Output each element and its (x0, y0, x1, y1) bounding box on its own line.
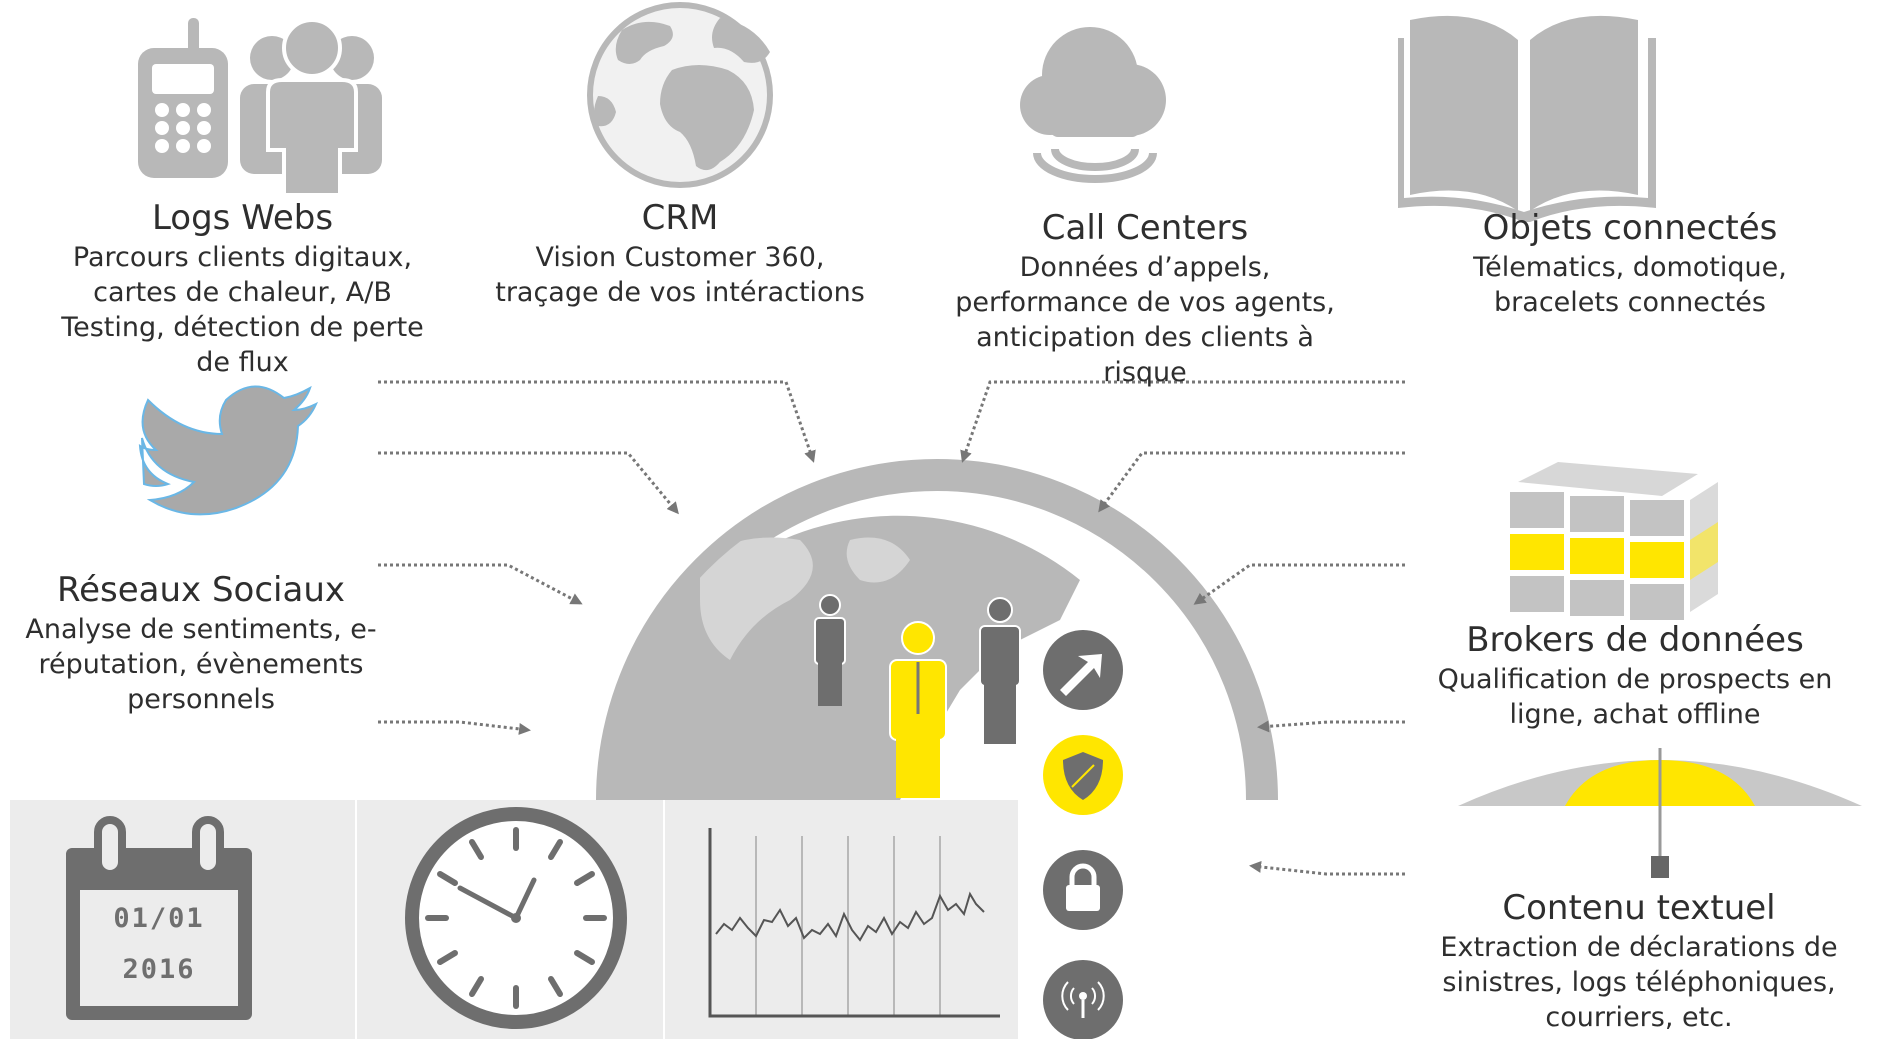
source-title: Call Centers (1041, 208, 1249, 248)
arrow-brokers (1257, 720, 1405, 733)
arrow-cube (1193, 563, 1405, 605)
source-desc-line: réputation, évènements (38, 649, 364, 681)
users-group-icon (240, 18, 382, 197)
source-objets-connectes: Objets connectés Télematics, domotique, … (1420, 206, 1840, 320)
lock-icon (1043, 850, 1123, 930)
source-title: Contenu textuel (1502, 888, 1776, 928)
source-logs-webs: Logs Webs Parcours clients digitaux, car… (40, 196, 445, 381)
source-desc-line: performance de vos agents, (955, 287, 1335, 319)
source-desc-line: Télematics, domotique, (1473, 252, 1787, 284)
globe-icon (587, 2, 773, 188)
source-desc-line: ligne, achat offline (1509, 699, 1761, 731)
source-brokers: Brokers de données Qualification de pros… (1405, 618, 1865, 732)
source-title: CRM (641, 198, 719, 238)
transfer-arrows-icon (1043, 630, 1123, 710)
person-yellow-icon (889, 621, 947, 798)
source-desc-line: risque (1103, 357, 1187, 389)
person-dark-small-icon (814, 594, 846, 706)
cube-data-icon (1510, 462, 1718, 620)
source-desc-line: Analyse de sentiments, e- (25, 614, 377, 646)
twitter-bird-icon (138, 385, 318, 516)
person-dark-icon (979, 597, 1021, 744)
source-desc-line: Qualification de prospects en (1437, 664, 1833, 696)
open-book-icon (1398, 15, 1656, 222)
mobile-phone-icon (138, 18, 228, 178)
source-desc-line: de flux (196, 347, 289, 379)
umbrella-icon (1458, 748, 1862, 878)
source-crm: CRM Vision Customer 360, traçage de vos … (470, 196, 890, 310)
source-desc-line: Vision Customer 360, (535, 242, 825, 274)
source-desc-line: bracelets connectés (1494, 287, 1766, 319)
source-title: Brokers de données (1466, 620, 1804, 660)
clock-icon (405, 807, 627, 1029)
source-desc-line: courriers, etc. (1545, 1002, 1733, 1034)
source-desc-line: Testing, détection de perte (61, 312, 424, 344)
calendar-year: 2016 (122, 954, 195, 985)
source-desc-line: Données d’appels, (1019, 252, 1271, 284)
connector-arrows (378, 380, 1405, 876)
source-call-centers: Call Centers Données d’appels, performan… (920, 206, 1370, 391)
arrow-reseaux-1 (378, 563, 583, 605)
cloud-icon (1020, 27, 1166, 183)
source-desc-line: traçage de vos intéractions (495, 277, 865, 309)
shield-icon (1043, 735, 1123, 815)
source-desc-line: anticipation des clients à (976, 322, 1314, 354)
wireless-antenna-icon (1043, 960, 1123, 1039)
calendar-date: 01/01 (113, 903, 204, 934)
timeseries-icon (708, 828, 1000, 1018)
arrow-twitter (378, 451, 679, 515)
source-desc-line: sinistres, logs téléphoniques, (1442, 967, 1836, 999)
source-desc-line: Parcours clients digitaux, (72, 242, 413, 274)
arrow-objets (1098, 451, 1405, 513)
source-title: Réseaux Sociaux (57, 570, 345, 610)
calendar-icon: 01/01 2016 (66, 816, 252, 1020)
source-title: Logs Webs (151, 198, 334, 238)
source-contenu-textuel: Contenu textuel Extraction de déclaratio… (1405, 886, 1873, 1035)
source-title: Objets connectés (1482, 208, 1778, 248)
arrow-contenu (1249, 861, 1405, 876)
arrow-call-centers (960, 380, 1405, 463)
arrow-reseaux-2 (378, 720, 531, 735)
source-desc-line: personnels (127, 684, 275, 716)
source-desc-line: cartes de chaleur, A/B (93, 277, 392, 309)
arrow-logs-webs (378, 380, 816, 463)
source-reseaux-sociaux: Réseaux Sociaux Analyse de sentiments, e… (0, 568, 402, 717)
source-desc-line: Extraction de déclarations de (1440, 932, 1838, 964)
